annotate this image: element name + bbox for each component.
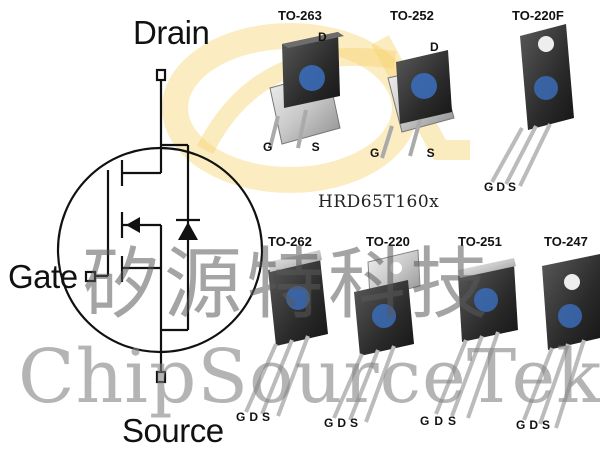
package-label-to263: TO-263 bbox=[278, 8, 322, 23]
pin-label-to251: GDS bbox=[420, 414, 462, 428]
package-label-to262: TO-262 bbox=[268, 234, 312, 249]
package-label-to220: TO-220 bbox=[366, 234, 410, 249]
source-label: Source bbox=[122, 412, 224, 449]
pin-label-to247: GDS bbox=[516, 418, 555, 432]
package-to252 bbox=[380, 50, 455, 159]
package-label-to220f: TO-220F bbox=[512, 8, 564, 23]
part-number: HRD65T160x bbox=[318, 192, 440, 212]
package-to220f bbox=[490, 24, 574, 187]
pin-label-to262: GDS bbox=[236, 410, 275, 424]
package-to262 bbox=[244, 250, 328, 417]
watermark-chinese: 矽源特科技 bbox=[82, 240, 493, 330]
package-to263 bbox=[268, 32, 344, 149]
package-label-to247: TO-247 bbox=[544, 234, 588, 249]
pin-label-to252: G S bbox=[370, 146, 457, 160]
watermark-english: ChipSourceTek bbox=[18, 334, 600, 420]
pin-label-to263-drain: D bbox=[318, 30, 328, 44]
package-label-to252: TO-252 bbox=[390, 8, 434, 23]
package-label-to251: TO-251 bbox=[458, 234, 502, 249]
package-to247 bbox=[522, 254, 600, 429]
mosfet-symbol bbox=[56, 68, 264, 384]
package-to251 bbox=[434, 258, 518, 419]
pin-label-to263: G S bbox=[263, 140, 338, 154]
drain-label: Drain bbox=[133, 14, 210, 51]
pin-label-to220f: GDS bbox=[484, 180, 520, 194]
pin-label-to220: GDS bbox=[324, 416, 363, 430]
package-to220 bbox=[332, 249, 421, 423]
gate-label: Gate bbox=[8, 258, 78, 295]
pin-label-to252-drain: D bbox=[430, 40, 440, 54]
